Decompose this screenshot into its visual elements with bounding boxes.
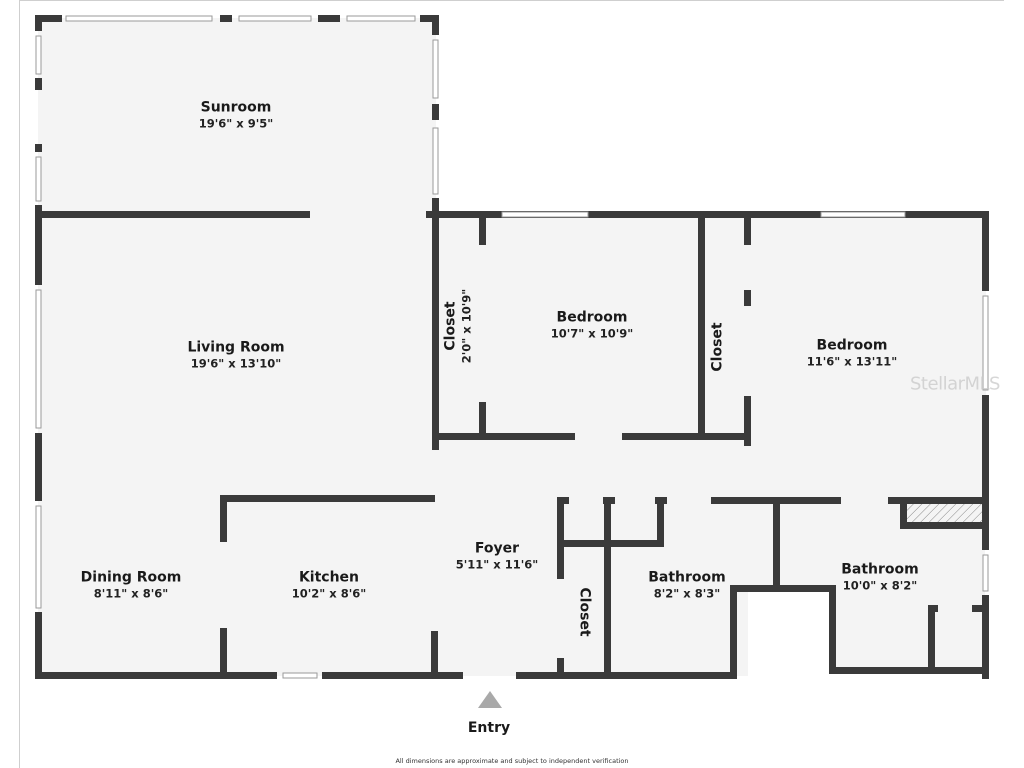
frame-left-border	[19, 0, 20, 768]
room-name: Kitchen	[298, 569, 360, 586]
floor-areas	[38, 18, 986, 676]
room-name: Bathroom	[648, 569, 726, 586]
entry-label: Entry	[467, 720, 511, 736]
windows	[35, 15, 989, 679]
room-dining-room: Dining Room 8'11" x 8'6"	[81, 570, 182, 601]
room-name: Bathroom	[841, 561, 919, 578]
room-dimensions: 5'11" x 11'6"	[455, 557, 539, 572]
frame-top-border	[19, 0, 1004, 1]
entry-arrow-icon	[478, 691, 502, 708]
watermark: StellarMLS	[910, 373, 1000, 395]
room-bathroom-1: Bathroom 8'2" x 8'3"	[648, 570, 726, 601]
room-name: Sunroom	[200, 99, 272, 116]
room-dimensions: 8'11" x 8'6"	[93, 586, 169, 601]
room-bathroom-2: Bathroom 10'0" x 8'2"	[841, 562, 919, 593]
room-kitchen: Kitchen 10'2" x 8'6"	[292, 570, 366, 601]
room-dimensions: 2'0" x 10'9"	[459, 288, 474, 364]
room-name: Bedroom	[556, 309, 628, 326]
room-name: Closet	[442, 301, 459, 351]
room-dimensions: 10'0" x 8'2"	[842, 578, 918, 593]
room-dimensions: 8'2" x 8'3"	[653, 586, 721, 601]
room-bedroom-2: Bedroom 11'6" x 13'11"	[807, 338, 897, 369]
room-name: Foyer	[474, 540, 520, 557]
room-bedroom-1: Bedroom 10'7" x 10'9"	[551, 310, 633, 341]
room-dimensions: 19'6" x 13'10"	[190, 356, 282, 371]
room-closet-2: Closet	[710, 322, 727, 371]
room-name: Closet	[576, 587, 593, 637]
room-living-room: Living Room 19'6" x 13'10"	[187, 340, 284, 371]
room-name: Closet	[709, 322, 726, 372]
room-foyer: Foyer 5'11" x 11'6"	[456, 541, 538, 572]
room-dimensions: 19'6" x 9'5"	[198, 116, 274, 131]
room-name: Bedroom	[816, 337, 888, 354]
room-name: Living Room	[187, 339, 285, 356]
room-dimensions: 10'2" x 8'6"	[291, 586, 367, 601]
walls	[35, 15, 989, 679]
disclaimer: All dimensions are approximate and subje…	[395, 757, 629, 765]
room-closet-1: Closet 2'0" x 10'9"	[443, 289, 474, 363]
hatched-area	[907, 504, 982, 522]
room-name: Dining Room	[80, 569, 182, 586]
room-dimensions: 11'6" x 13'11"	[806, 354, 898, 369]
room-sunroom: Sunroom 19'6" x 9'5"	[199, 100, 273, 131]
room-dimensions: 10'7" x 10'9"	[550, 326, 634, 341]
room-closet-3: Closet	[576, 587, 593, 636]
